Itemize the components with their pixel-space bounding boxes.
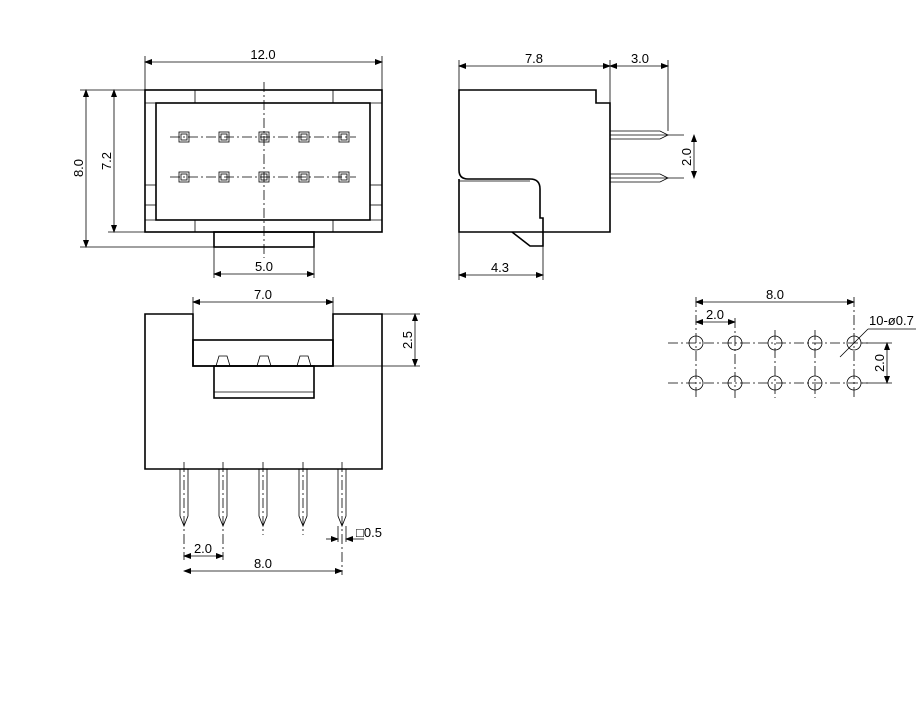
- dim-hole-callout: 10-ø0.7: [869, 313, 914, 328]
- dim-pcb-row-pitch: 2.0: [872, 354, 887, 372]
- dim-top-span: 8.0: [254, 556, 272, 571]
- dim-pcb-span: 8.0: [766, 287, 784, 302]
- dim-pcb-pitch: 2.0: [706, 307, 724, 322]
- dim-top-pitch: 2.0: [194, 541, 212, 556]
- front-pins: [178, 131, 350, 183]
- dim-front-height: 8.0: [71, 159, 86, 177]
- front-view: 12.0 8.0 7.2 5.0: [71, 47, 383, 278]
- top-view: 7.0 2.5 2.0 8.0 □0.5: [144, 287, 420, 575]
- dim-pin-length: 3.0: [631, 51, 649, 66]
- dim-latch-width: 5.0: [255, 259, 273, 274]
- dim-pin-size: □0.5: [356, 525, 382, 540]
- dim-side-depth: 7.8: [525, 51, 543, 66]
- dim-side-pin-pitch: 2.0: [679, 148, 694, 166]
- top-pins: [179, 462, 347, 575]
- side-pins: [610, 130, 684, 183]
- side-view: 7.8 3.0 2.0 4.3: [458, 51, 697, 280]
- dim-top-opening: 7.0: [254, 287, 272, 302]
- dim-top-wall-height: 2.5: [400, 331, 415, 349]
- dim-side-bottom: 4.3: [491, 260, 509, 275]
- dim-front-width: 12.0: [250, 47, 275, 62]
- pcb-holes: [688, 335, 862, 391]
- dim-front-inner-height: 7.2: [99, 152, 114, 170]
- pcb-layout: 8.0 2.0 2.0 10-ø0.7: [668, 287, 916, 398]
